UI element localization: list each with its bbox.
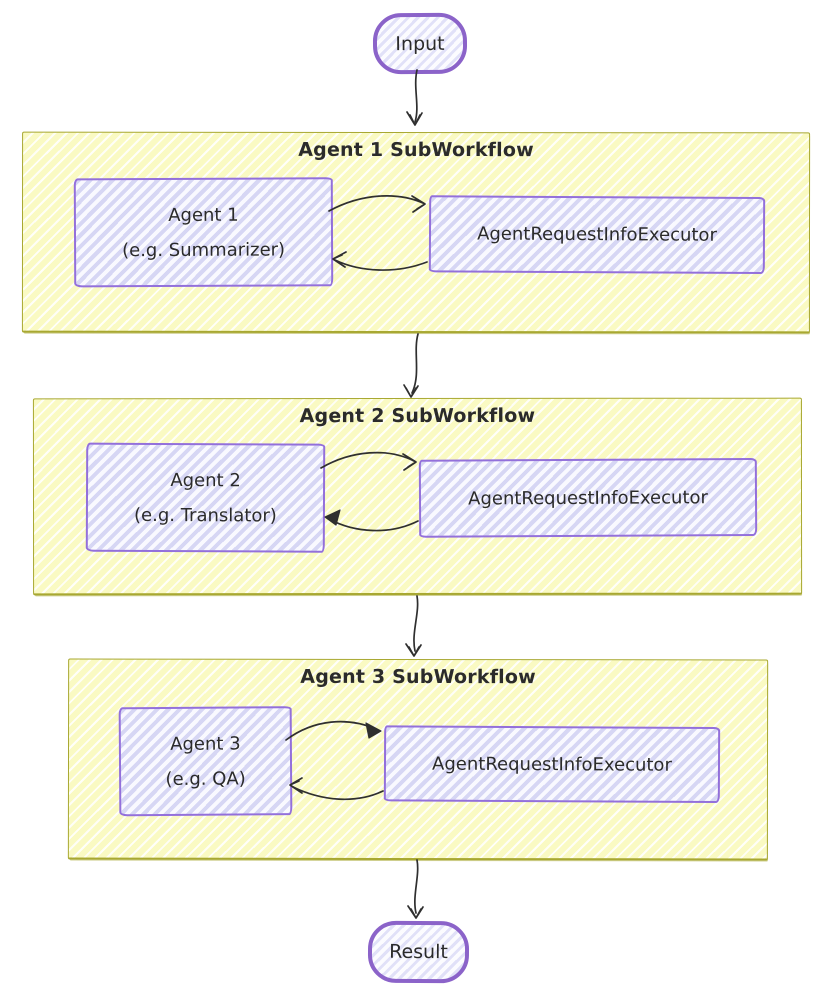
subworkflow-3-agent-node: Agent 3 (e.g. QA)	[118, 706, 293, 817]
agent-2-label-line2: (e.g. Translator)	[133, 504, 277, 526]
subworkflow-2-title: Agent 2 SubWorkflow	[299, 404, 536, 428]
edge-subworkflow3-to-result	[407, 859, 424, 919]
subworkflow-1-title: Agent 1 SubWorkflow	[298, 138, 534, 162]
subworkflow-1-executor-node: AgentRequestInfoExecutor	[428, 195, 766, 275]
executor-2-label: AgentRequestInfoExecutor	[468, 486, 708, 509]
agent-1-label-line2: (e.g. Summarizer)	[122, 238, 286, 261]
result-node: Result	[367, 920, 470, 984]
subworkflow-2-agent-node: Agent 2 (e.g. Translator)	[85, 442, 326, 553]
agent-3-label-line1: Agent 3	[170, 732, 241, 755]
executor-1-label: AgentRequestInfoExecutor	[477, 223, 717, 246]
executor-3-label: AgentRequestInfoExecutor	[432, 753, 672, 776]
agent-3-label-line2: (e.g. QA)	[165, 767, 246, 790]
edge-input-to-subworkflow1	[406, 69, 423, 126]
subworkflow-2-executor-node: AgentRequestInfoExecutor	[418, 457, 758, 538]
result-node-label: Result	[389, 940, 448, 964]
subworkflow-3-executor-node: AgentRequestInfoExecutor	[383, 725, 721, 804]
subworkflow-3-container: Agent 3 SubWorkflow Agent 3 (e.g. QA) Ag…	[67, 658, 769, 861]
subworkflow-1-agent-node: Agent 1 (e.g. Summarizer)	[73, 177, 334, 288]
agent-1-label-line1: Agent 1	[168, 204, 239, 226]
input-node: Input	[372, 12, 468, 75]
edge-subworkflow2-to-subworkflow3	[405, 595, 422, 657]
subworkflow-3-title: Agent 3 SubWorkflow	[300, 665, 536, 689]
agent-2-label-line1: Agent 2	[170, 469, 241, 491]
input-node-label: Input	[395, 32, 445, 55]
subworkflow-1-container: Agent 1 SubWorkflow Agent 1 (e.g. Summar…	[21, 131, 811, 334]
edge-subworkflow1-to-subworkflow2	[403, 333, 419, 398]
subworkflow-2-container: Agent 2 SubWorkflow Agent 2 (e.g. Transl…	[32, 397, 803, 596]
